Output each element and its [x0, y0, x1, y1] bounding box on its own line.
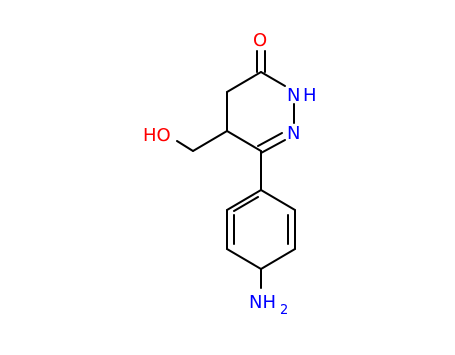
- bond-ring-4: [226, 248, 262, 270]
- bond-n-c-2: [257, 132, 283, 147]
- bond-n-c-1: [260, 139, 286, 154]
- atom-nitrogen: N: [287, 123, 300, 144]
- atom-oxygen-carbonyl: O: [253, 30, 267, 51]
- bond-co-ch2: [226, 71, 262, 93]
- atom-nitrogen-nh: N: [287, 85, 300, 106]
- bond-ring-inner-3: [233, 196, 259, 212]
- bonds: [176, 50, 296, 289]
- bond-ch2-oh: [176, 140, 194, 152]
- atom-hydrogen-nh: H: [303, 85, 317, 106]
- bond-co-nh: [260, 71, 286, 87]
- bond-c-ch: [226, 130, 262, 152]
- bond-ring-6: [226, 189, 262, 211]
- atom-amine-subscript: 2: [280, 303, 288, 318]
- bond-ring-3: [260, 248, 296, 270]
- atom-hydroxyl: HO: [143, 125, 171, 146]
- bond-ch-ch2oh: [192, 130, 228, 152]
- bond-ring-1: [260, 189, 296, 211]
- atom-amine: NH: [249, 292, 276, 313]
